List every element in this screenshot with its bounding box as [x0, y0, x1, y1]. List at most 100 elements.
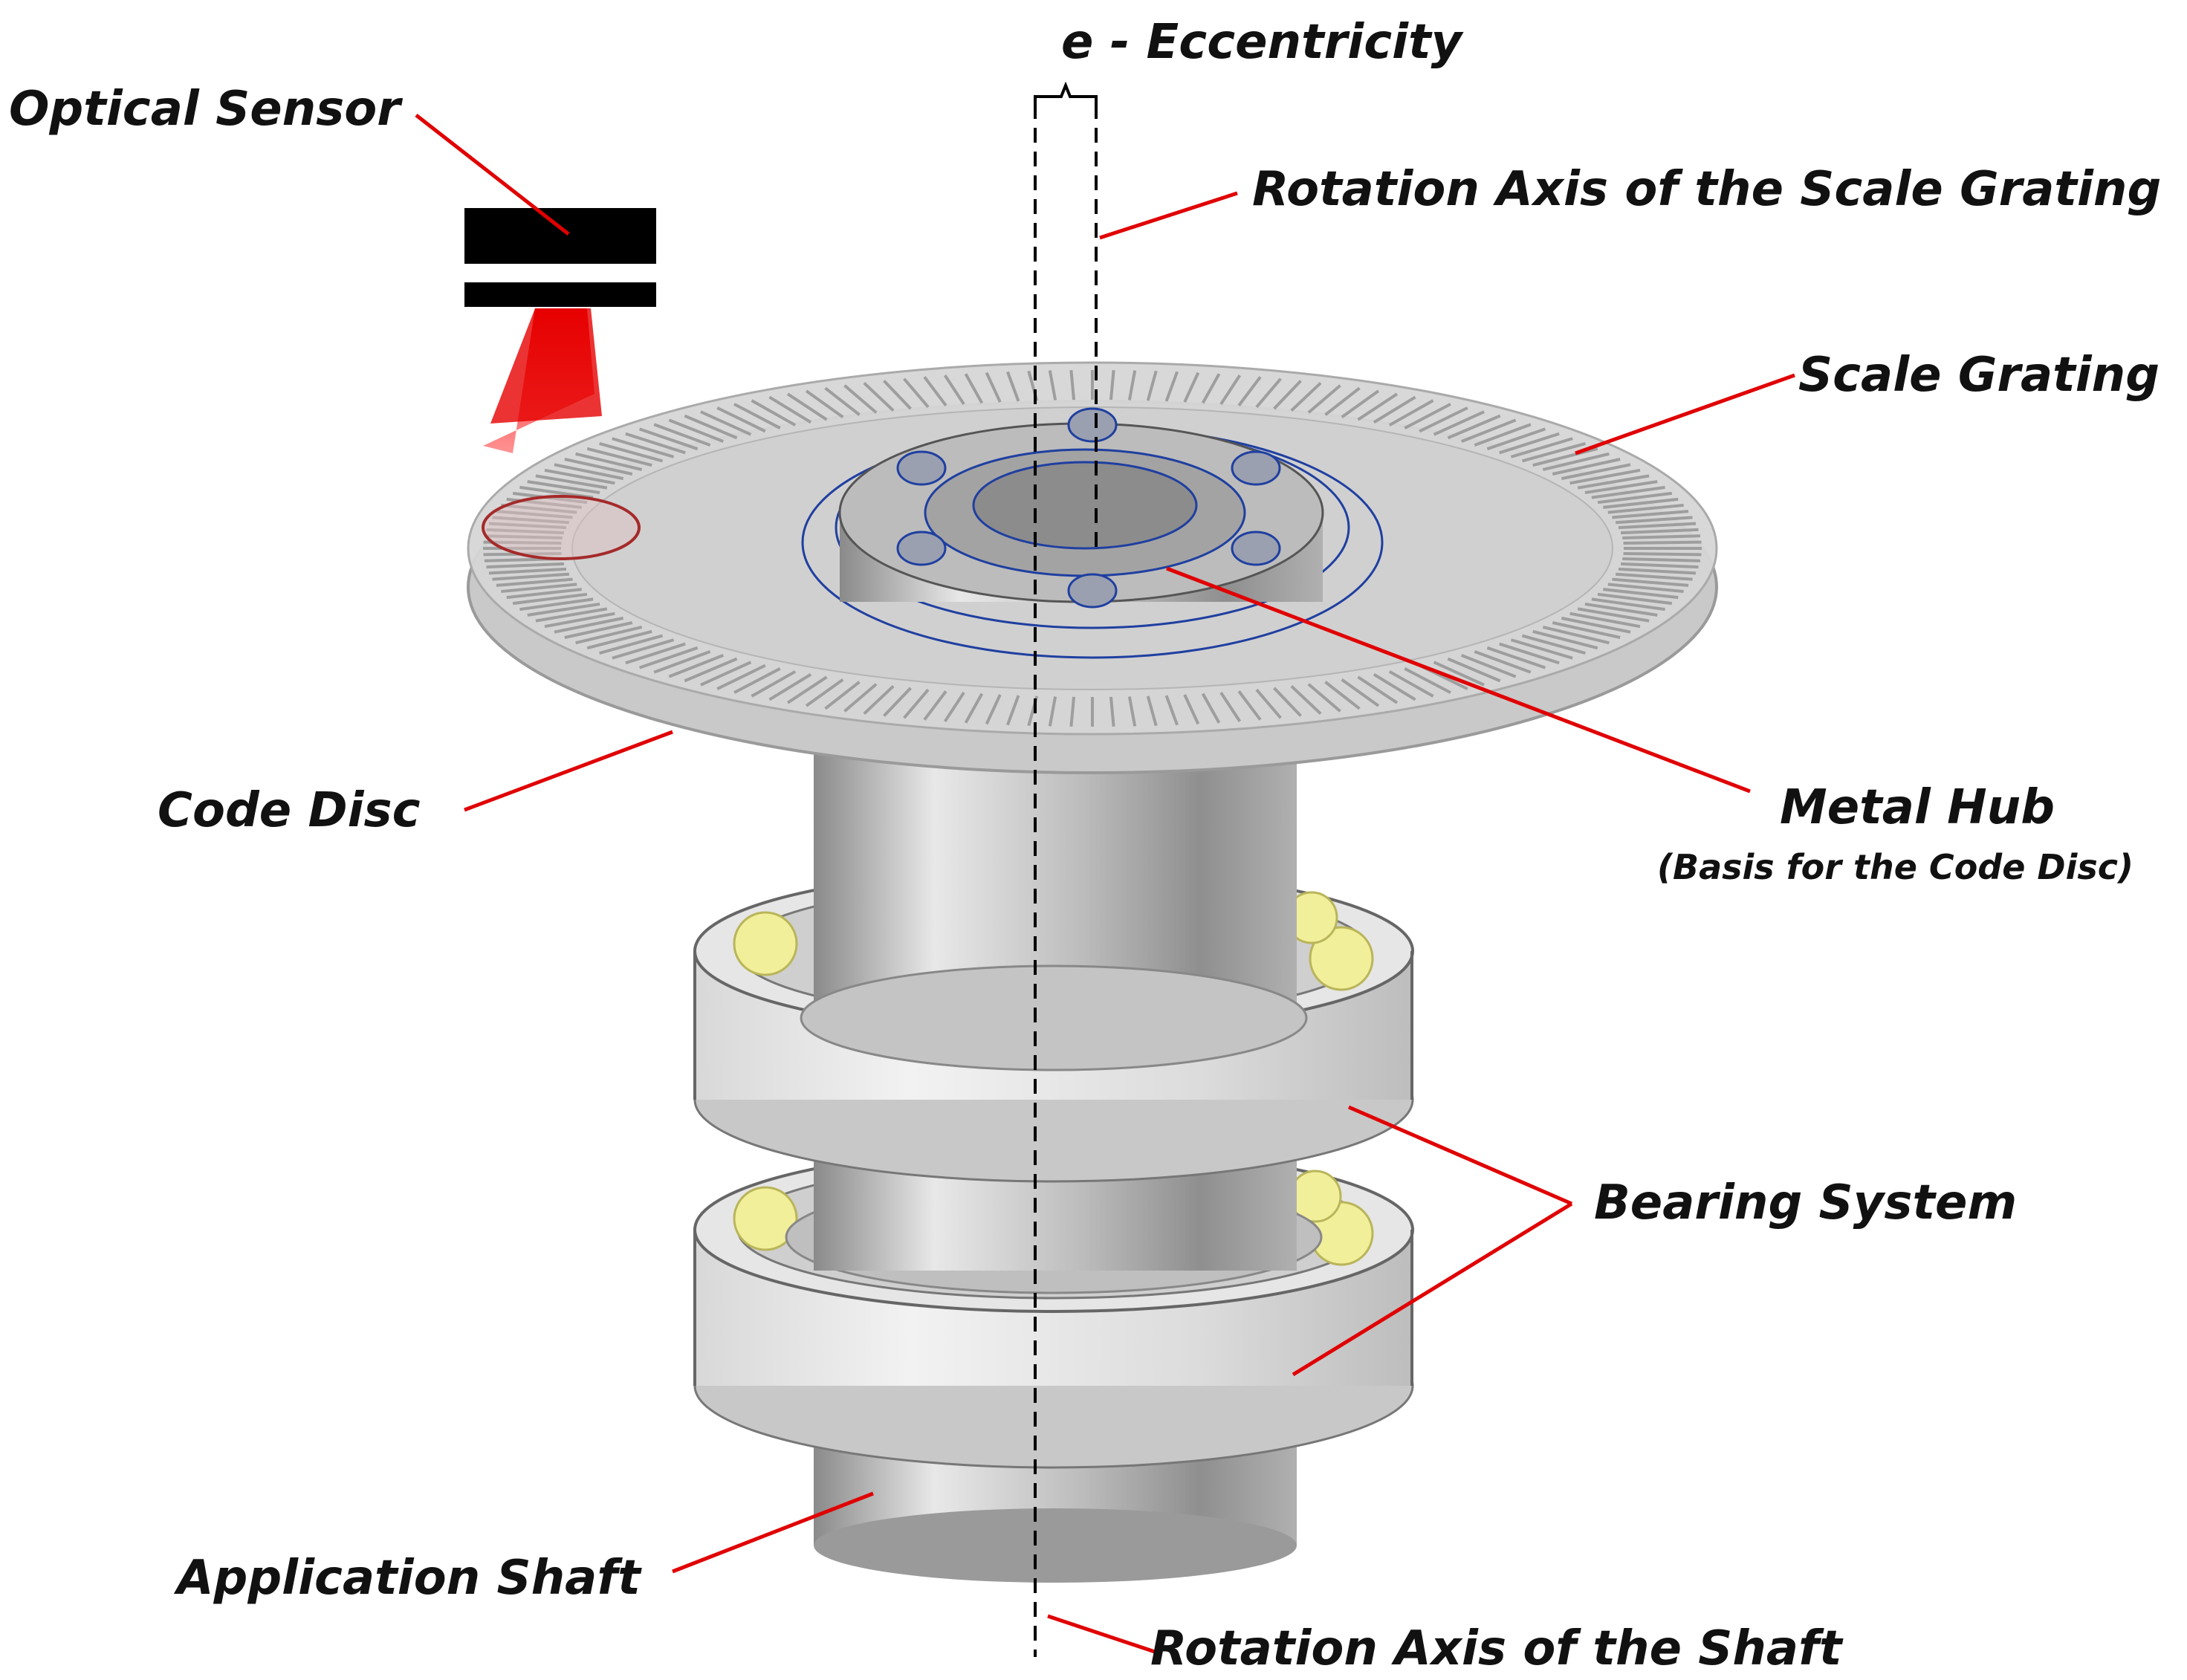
- grating-tick: [638, 646, 699, 669]
- grating-tick: [1584, 480, 1658, 495]
- grating-tick: [824, 386, 861, 416]
- grating-tick: [1603, 588, 1679, 600]
- grating-tick: [1183, 694, 1200, 725]
- grating-tick: [1419, 406, 1468, 433]
- grating-tick: [1164, 371, 1179, 402]
- grating-tick: [488, 567, 567, 575]
- grating-tick: [1404, 667, 1451, 694]
- grating-tick: [1324, 386, 1361, 416]
- grating-tick: [1542, 452, 1610, 471]
- grating-tick: [768, 395, 812, 424]
- grating-tick: [716, 664, 766, 690]
- grating-tick: [501, 503, 577, 514]
- grating-tick: [1612, 577, 1689, 587]
- grating-tick: [1486, 427, 1546, 451]
- grating-tick: [1219, 374, 1242, 406]
- grating-tick: [1357, 675, 1399, 704]
- grating-tick: [923, 376, 947, 406]
- grating-tick: [733, 667, 781, 694]
- grating-tick: [544, 468, 615, 485]
- grating-tick: [1521, 634, 1586, 655]
- grating-tick: [1616, 572, 1693, 581]
- grating-tick: [1474, 650, 1532, 674]
- grating-tick: [1433, 661, 1485, 687]
- grating-tick: [1201, 693, 1221, 724]
- grating-tick: [786, 392, 828, 421]
- grating-tick: [1577, 474, 1650, 490]
- grating-tick: [486, 528, 564, 535]
- grating-tick: [1621, 562, 1699, 569]
- grating-tick: [496, 510, 573, 519]
- grating-tick: [903, 377, 930, 409]
- grating-tick: [535, 607, 608, 623]
- grating-tick: [1607, 583, 1684, 594]
- label-eccentricity: e - Eccentricity: [1061, 15, 1464, 70]
- grating-tick: [1499, 642, 1560, 665]
- grating-tick: [1069, 696, 1076, 727]
- grating-tick: [1561, 616, 1631, 634]
- grating-tick: [1048, 696, 1057, 727]
- grating-tick: [1183, 372, 1200, 403]
- grating-tick: [1561, 463, 1631, 481]
- label-optical-sensor: Optical Sensor: [9, 82, 403, 137]
- grating-tick: [733, 403, 781, 429]
- grating-tick: [1146, 370, 1158, 401]
- grating-tick: [786, 675, 828, 704]
- grating-tick: [1433, 410, 1485, 436]
- hub-screws: [896, 407, 1281, 609]
- grating-tick: [512, 592, 588, 606]
- grating-tick: [653, 650, 711, 674]
- grating-tick: [1584, 602, 1658, 617]
- grating-tick: [492, 572, 569, 581]
- grating-tick: [1597, 592, 1673, 606]
- grating-tick: [1616, 516, 1693, 525]
- grating-tick: [923, 690, 947, 721]
- grating-tick: [1569, 612, 1641, 629]
- grating-tick: [1618, 522, 1697, 530]
- grating-tick: [612, 437, 675, 458]
- optical-sensor: [464, 208, 656, 560]
- label-rotation-axis-grating: Rotation Axis of the Scale Grating: [1252, 162, 2161, 217]
- grating-tick: [564, 458, 633, 476]
- grating-tick: [1552, 458, 1621, 476]
- grating-tick: [638, 427, 699, 451]
- label-application-shaft: Application Shaft: [173, 1551, 642, 1606]
- grating-tick: [1357, 392, 1399, 421]
- grating-tick: [492, 516, 569, 525]
- grating-tick: [1532, 629, 1598, 650]
- grating-tick: [544, 612, 615, 629]
- grating-tick: [1237, 376, 1262, 406]
- label-bearing-system: Bearing System: [1594, 1175, 2017, 1230]
- grating-tick: [863, 684, 895, 715]
- grating-tick: [527, 602, 600, 617]
- grating-tick: [1510, 638, 1573, 660]
- label-metal-hub-sub: (Basis for the Code Disc): [1657, 847, 2133, 887]
- grating-tick: [1607, 503, 1684, 514]
- grating-tick: [700, 410, 752, 436]
- grating-tick: [483, 540, 562, 545]
- grating-tick: [496, 577, 573, 587]
- grating-tick: [1597, 491, 1673, 505]
- grating-tick: [1109, 696, 1115, 727]
- grating-tick: [1255, 377, 1282, 409]
- grating-tick: [1603, 497, 1679, 509]
- grating-tick: [535, 474, 608, 490]
- grating-tick: [1474, 423, 1532, 447]
- grating-tick: [903, 688, 930, 719]
- grating-tick: [653, 423, 711, 447]
- grating-tick: [1486, 646, 1546, 669]
- grating-tick: [1618, 567, 1697, 575]
- grating-tick: [1532, 447, 1598, 467]
- grating-tick: [1510, 437, 1573, 458]
- grating-tick: [1388, 670, 1434, 698]
- grating-tick: [1324, 681, 1361, 710]
- grating-tick: [985, 694, 1002, 725]
- grating-tick: [684, 657, 738, 683]
- grating-tick: [1388, 399, 1434, 427]
- grating-tick: [1521, 442, 1586, 463]
- grating-tick: [824, 681, 861, 710]
- rotation-axes: [1034, 81, 1098, 1657]
- grating-tick: [1623, 540, 1702, 545]
- label-code-disc: Code Disc: [158, 783, 421, 838]
- grating-tick: [1404, 403, 1451, 429]
